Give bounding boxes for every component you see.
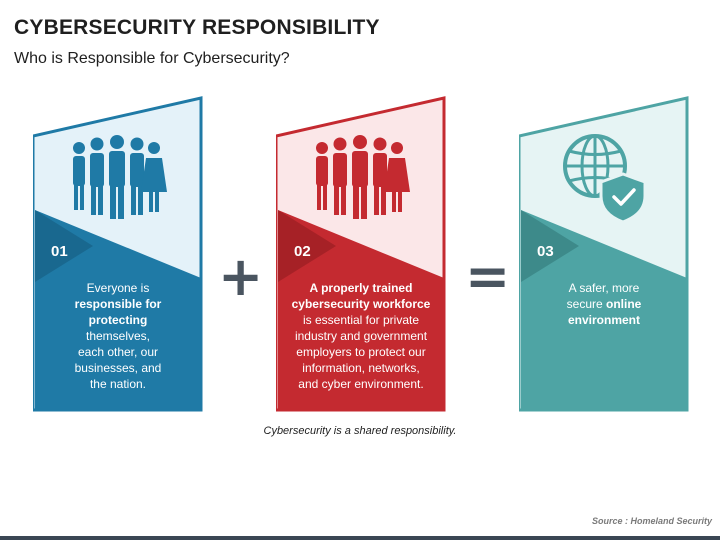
source-note: Source : Homeland Security xyxy=(591,516,712,526)
caption: Cybersecurity is a shared responsibility… xyxy=(263,425,457,437)
bottom-bar xyxy=(0,536,720,540)
page-subtitle: Who is Responsible for Cybersecurity? xyxy=(14,50,290,67)
card-2 xyxy=(276,96,446,412)
card-2-number: 02 xyxy=(294,243,311,260)
people-group-icon xyxy=(73,135,167,219)
card-1 xyxy=(33,96,203,412)
card-1-description: Everyone is responsible for protecting t… xyxy=(74,281,162,391)
equals-operator: = xyxy=(465,245,511,308)
people-group-icon xyxy=(316,135,410,219)
card-3-number: 03 xyxy=(537,243,554,260)
page-title: CYBERSECURITY RESPONSIBILITY xyxy=(14,16,380,39)
card-3-description: A safer, more secure online environment xyxy=(566,281,642,327)
card-1-number: 01 xyxy=(51,243,68,260)
plus-operator: + xyxy=(218,245,264,308)
globe-shield-icon xyxy=(563,134,647,224)
card-2-description: A properly trained cybersecurity workfor… xyxy=(291,281,431,391)
card-3 xyxy=(519,96,689,412)
